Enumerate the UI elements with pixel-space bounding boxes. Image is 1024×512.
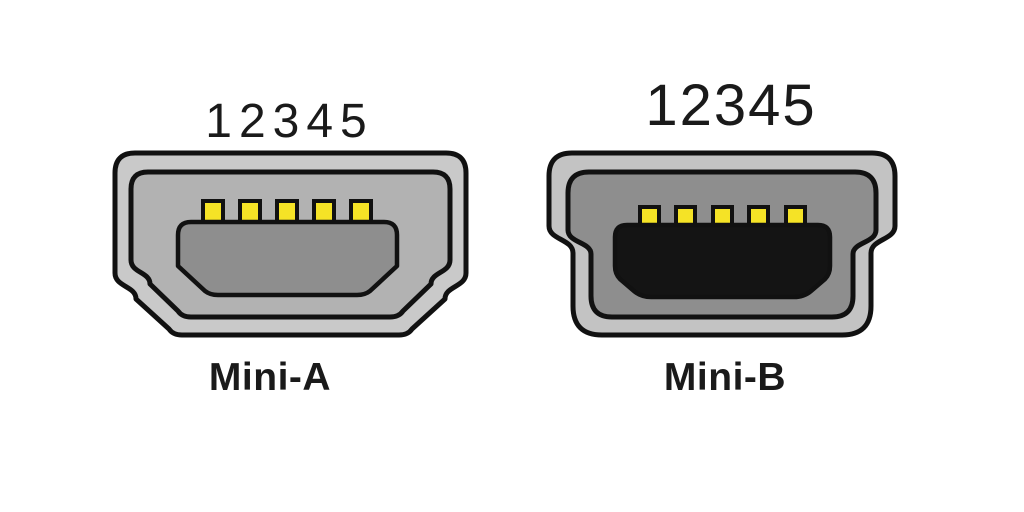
pin-number: 1 — [205, 95, 232, 148]
connector-tongue — [175, 219, 400, 298]
pin-number: 2 — [238, 95, 266, 148]
pin-numbers-mini-b: 1 2 3 4 5 — [540, 77, 920, 135]
pin-number: 3 — [272, 95, 300, 148]
connector-label-mini-a: Mini-A — [208, 356, 332, 399]
pin-number: 4 — [306, 95, 334, 148]
mini-a-connector-drawing — [112, 150, 469, 338]
pin-number: 5 — [782, 73, 815, 138]
mini-b-connector-drawing — [546, 150, 898, 338]
connector-label-mini-b: Mini-B — [663, 356, 787, 399]
pin-number: 2 — [679, 73, 712, 138]
pin-numbers-mini-a: 1 2 3 4 5 — [96, 98, 476, 146]
pin-number: 3 — [713, 73, 747, 138]
connector-tongue — [612, 222, 833, 300]
pin-number: 1 — [645, 73, 678, 138]
pin-number: 4 — [748, 73, 781, 138]
pin-number: 5 — [340, 95, 367, 148]
